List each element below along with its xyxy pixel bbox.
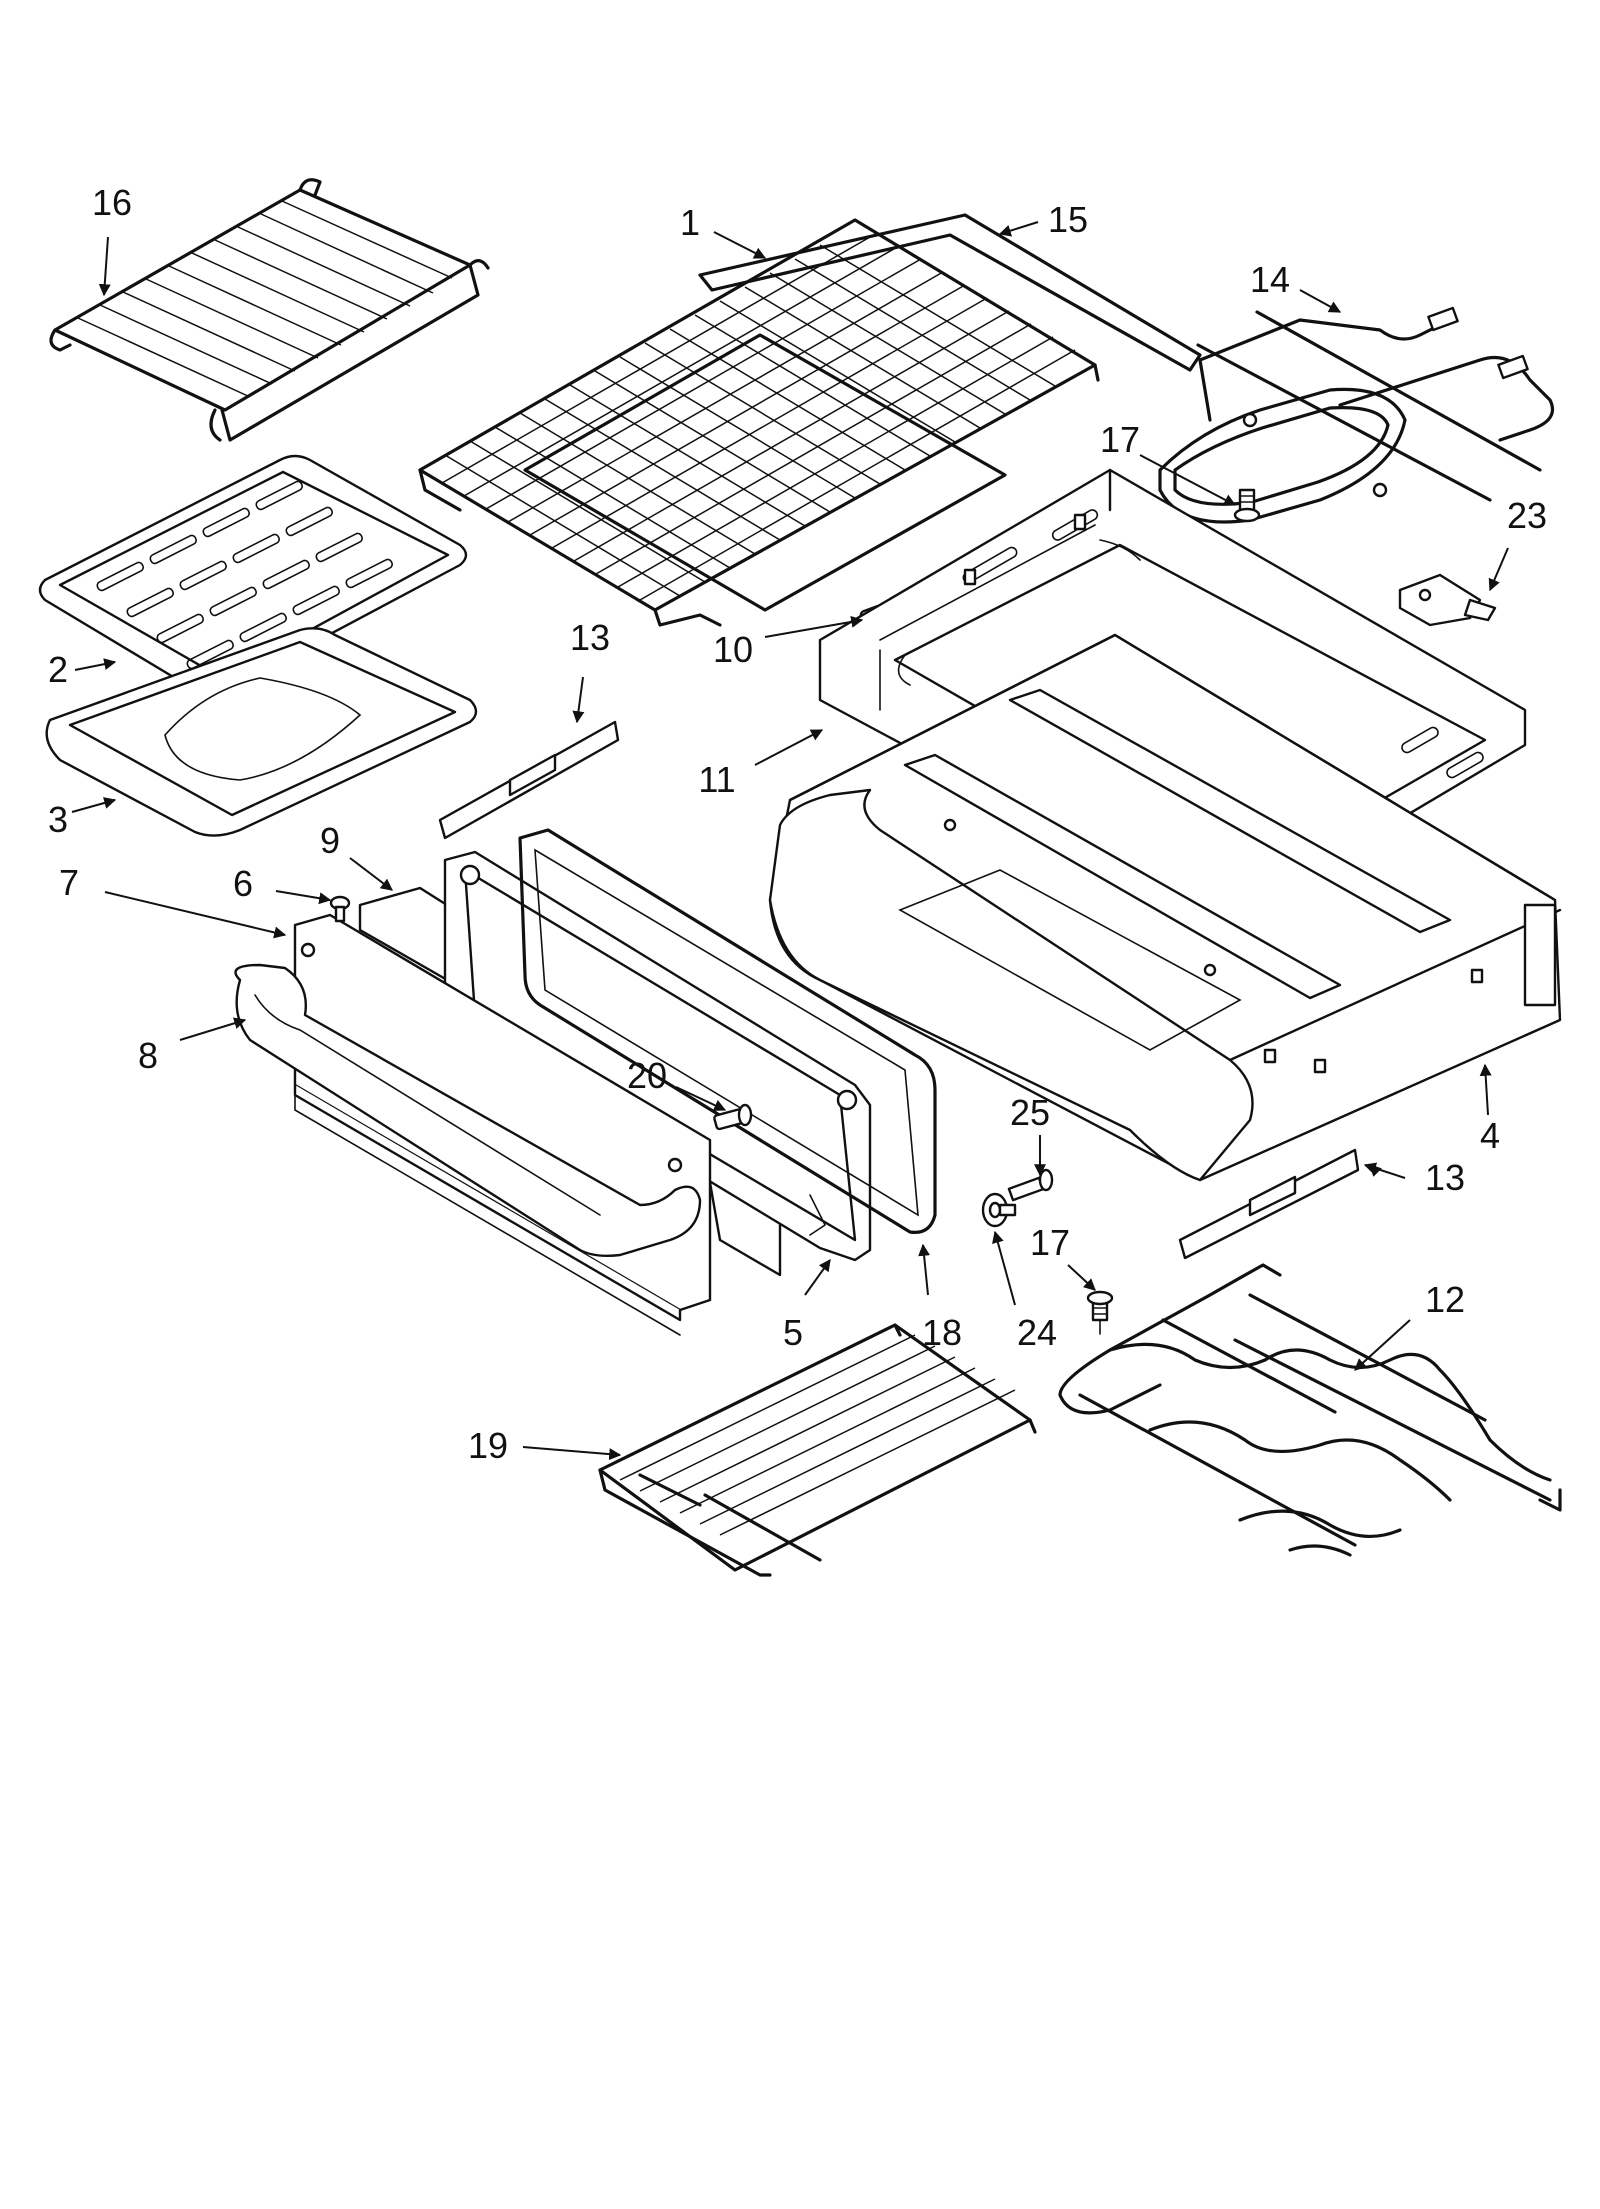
part-6-screw bbox=[329, 895, 351, 923]
callout-11: 11 bbox=[698, 759, 735, 800]
part-19-rack-bars bbox=[619, 1334, 1016, 1536]
part-16-small-rack bbox=[49, 178, 490, 442]
part-15-rack-guide bbox=[698, 213, 1202, 372]
callout-3: 3 bbox=[48, 799, 68, 840]
part-17-screw-lower bbox=[1086, 1290, 1114, 1335]
callout-9: 9 bbox=[320, 820, 340, 861]
part-18-door-gasket bbox=[518, 828, 937, 1234]
callout-23: 23 bbox=[1507, 495, 1547, 536]
part-12-lower-element bbox=[1058, 1263, 1562, 1557]
part-2-broiler-pan-insert bbox=[38, 454, 468, 696]
callout-17-lower: 17 bbox=[1030, 1222, 1070, 1263]
leader-lines bbox=[71, 221, 1509, 1461]
callout-15: 15 bbox=[1048, 199, 1088, 240]
part-17-screw-upper bbox=[1233, 488, 1261, 523]
callout-5: 5 bbox=[783, 1312, 803, 1353]
part-1-rack-grid bbox=[441, 232, 1076, 601]
part-8-door-handle bbox=[234, 963, 702, 1258]
callout-13-upper: 13 bbox=[570, 617, 610, 658]
callout-2: 2 bbox=[48, 649, 68, 690]
part-24-roller-wheel bbox=[981, 1192, 1017, 1228]
part-3-broiler-pan bbox=[45, 627, 478, 837]
callout-24: 24 bbox=[1017, 1312, 1057, 1353]
callout-7: 7 bbox=[59, 862, 79, 903]
callout-13-lower: 13 bbox=[1425, 1157, 1465, 1198]
part-25-screw bbox=[1007, 1168, 1054, 1202]
callout-4: 4 bbox=[1480, 1115, 1500, 1156]
callout-labels: 16 1 15 14 17 23 13 2 10 3 11 9 6 7 8 20… bbox=[48, 182, 1547, 1466]
callout-18: 18 bbox=[922, 1312, 962, 1353]
callout-17-upper: 17 bbox=[1100, 419, 1140, 460]
part-23-bracket bbox=[1398, 573, 1497, 627]
part-19-drawer-rack bbox=[598, 1323, 1037, 1577]
callout-16: 16 bbox=[92, 182, 132, 223]
callout-10: 10 bbox=[713, 629, 753, 670]
callout-25: 25 bbox=[1010, 1092, 1050, 1133]
part-13-slide-upper bbox=[438, 720, 620, 840]
callout-12: 12 bbox=[1425, 1279, 1465, 1320]
callout-6: 6 bbox=[233, 863, 253, 904]
part-4-drawer-body bbox=[768, 633, 1562, 1182]
callout-1: 1 bbox=[680, 202, 700, 243]
part-2-slots bbox=[96, 480, 393, 670]
callout-14: 14 bbox=[1250, 259, 1290, 300]
part-13-slide-lower bbox=[1178, 1148, 1360, 1260]
callout-8: 8 bbox=[138, 1035, 158, 1076]
part-14-heating-element bbox=[1158, 306, 1555, 524]
callout-19: 19 bbox=[468, 1425, 508, 1466]
callout-20: 20 bbox=[627, 1055, 667, 1096]
part-16-rack-bars bbox=[77, 200, 453, 398]
part-20-bolt bbox=[713, 1103, 753, 1131]
part-1-oven-rack bbox=[418, 218, 1100, 627]
